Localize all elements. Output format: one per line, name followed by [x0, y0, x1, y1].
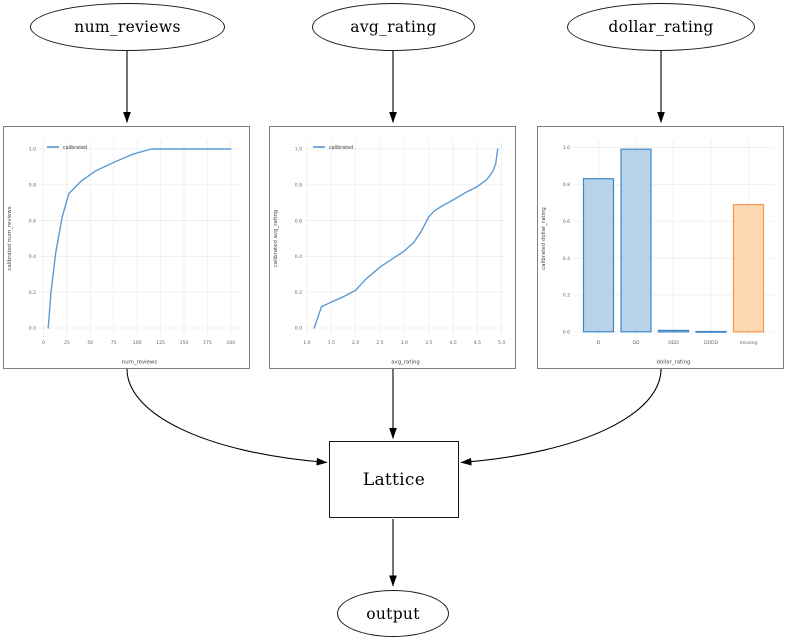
y-tick-label: 0.2: [563, 293, 570, 299]
panel-avg-rating-calibration-chart: 1.0 1.5 2.0 2.5 3.0 3.5 4.0 4.5 5.0 0.0 0.2 0.4 0.6 0…: [269, 126, 516, 369]
calibration-line: [47, 148, 232, 329]
node-output: output: [337, 590, 449, 637]
y-tick-label: 0.2: [29, 290, 36, 296]
node-lattice: Lattice: [329, 441, 459, 518]
x-tick-label: 2.0: [352, 340, 359, 346]
x-tick-label: 2.5: [376, 340, 383, 346]
legend-label: calibrated: [63, 145, 87, 151]
x-tick-label: 125: [156, 340, 165, 346]
y-tick-label: 0.6: [29, 218, 36, 224]
x-tick-label: 1.5: [328, 340, 335, 346]
y-tick-label: 0.8: [29, 183, 36, 189]
edge-dollar-rating-to-lattice: [460, 368, 662, 466]
x-tick-label: 4.5: [474, 340, 481, 346]
node-num-reviews: num_reviews: [30, 3, 225, 51]
y-tick-label: 0.0: [29, 326, 36, 332]
node-dollar-rating: dollar_rating: [567, 3, 755, 51]
bar-DD: [620, 148, 652, 333]
node-avg-rating: avg_rating: [312, 3, 475, 51]
y-tick-label: 0.2: [295, 290, 302, 296]
x-tick-label: 4.0: [449, 340, 456, 346]
edge-num-reviews-to-lattice: [126, 368, 328, 466]
x-tick-label: 3.0: [401, 340, 408, 346]
x-tick-label: 200: [226, 340, 235, 346]
bar-D: [582, 178, 615, 333]
bar-missing: [732, 203, 765, 333]
y-tick-label: 0.4: [563, 256, 570, 262]
y-tick-label: 0.0: [295, 326, 302, 332]
x-tick-label: DDD: [668, 340, 679, 346]
x-tick-label: missing: [740, 340, 758, 346]
x-tick-label: 5.0: [498, 340, 505, 346]
legend-label: calibrated: [329, 145, 353, 151]
x-tick-label: 75: [111, 340, 117, 346]
node-output-label: output: [366, 604, 420, 623]
y-tick-label: 0.6: [295, 218, 302, 224]
y-tick-label: 1.0: [295, 147, 302, 153]
x-tick-label: 150: [180, 340, 189, 346]
x-axis-label: dollar_rating: [657, 360, 691, 366]
y-tick-label: 1.0: [563, 145, 570, 151]
x-axis-label: avg_rating: [391, 360, 420, 366]
x-tick-label: DD: [632, 340, 640, 346]
x-tick-label: 25: [64, 340, 70, 346]
node-dollar-rating-label: dollar_rating: [608, 18, 714, 36]
y-tick-label: 0.6: [563, 219, 570, 225]
y-tick-label: 0.4: [29, 254, 36, 260]
x-tick-label: 100: [133, 340, 142, 346]
bar-DDDD: [695, 330, 727, 333]
chart-num-reviews-calibration: 0 25 50 75 100 125 150 175 200 0.0 0.2 0.4 0.6 0.8 1.0…: [4, 127, 249, 368]
calibration-line: [313, 148, 499, 329]
y-axis-label: calibrated dollar_rating: [541, 207, 547, 270]
x-tick-label: DDDD: [704, 340, 719, 346]
y-tick-label: 0.0: [563, 330, 570, 336]
x-tick-label: D: [597, 340, 601, 346]
x-tick-label: 175: [203, 340, 212, 346]
bar-DDD: [657, 329, 690, 333]
panel-num-reviews-calibration-chart: 0 25 50 75 100 125 150 175 200 0.0 0.2 0.4 0.6 0.8 1.0…: [3, 126, 250, 369]
y-axis-label: calibrated avg_rating: [273, 210, 279, 267]
y-axis-label: calibrated num_reviews: [7, 206, 13, 270]
y-tick-label: 0.8: [295, 183, 302, 189]
x-tick-label: 50: [87, 340, 93, 346]
y-tick-label: 0.4: [295, 254, 302, 260]
chart-avg-rating-calibration: 1.0 1.5 2.0 2.5 3.0 3.5 4.0 4.5 5.0 0.0 0.2 0.4 0.6 0…: [270, 127, 515, 368]
x-tick-label: 1.0: [303, 340, 310, 346]
x-tick-label: 0: [42, 340, 45, 346]
x-tick-label: 3.5: [425, 340, 432, 346]
node-avg-rating-label: avg_rating: [350, 18, 437, 36]
node-num-reviews-label: num_reviews: [74, 18, 181, 36]
y-tick-label: 0.8: [563, 182, 570, 188]
y-tick-label: 1.0: [29, 147, 36, 153]
x-axis-label: num_reviews: [122, 360, 158, 366]
node-lattice-label: Lattice: [362, 469, 426, 490]
